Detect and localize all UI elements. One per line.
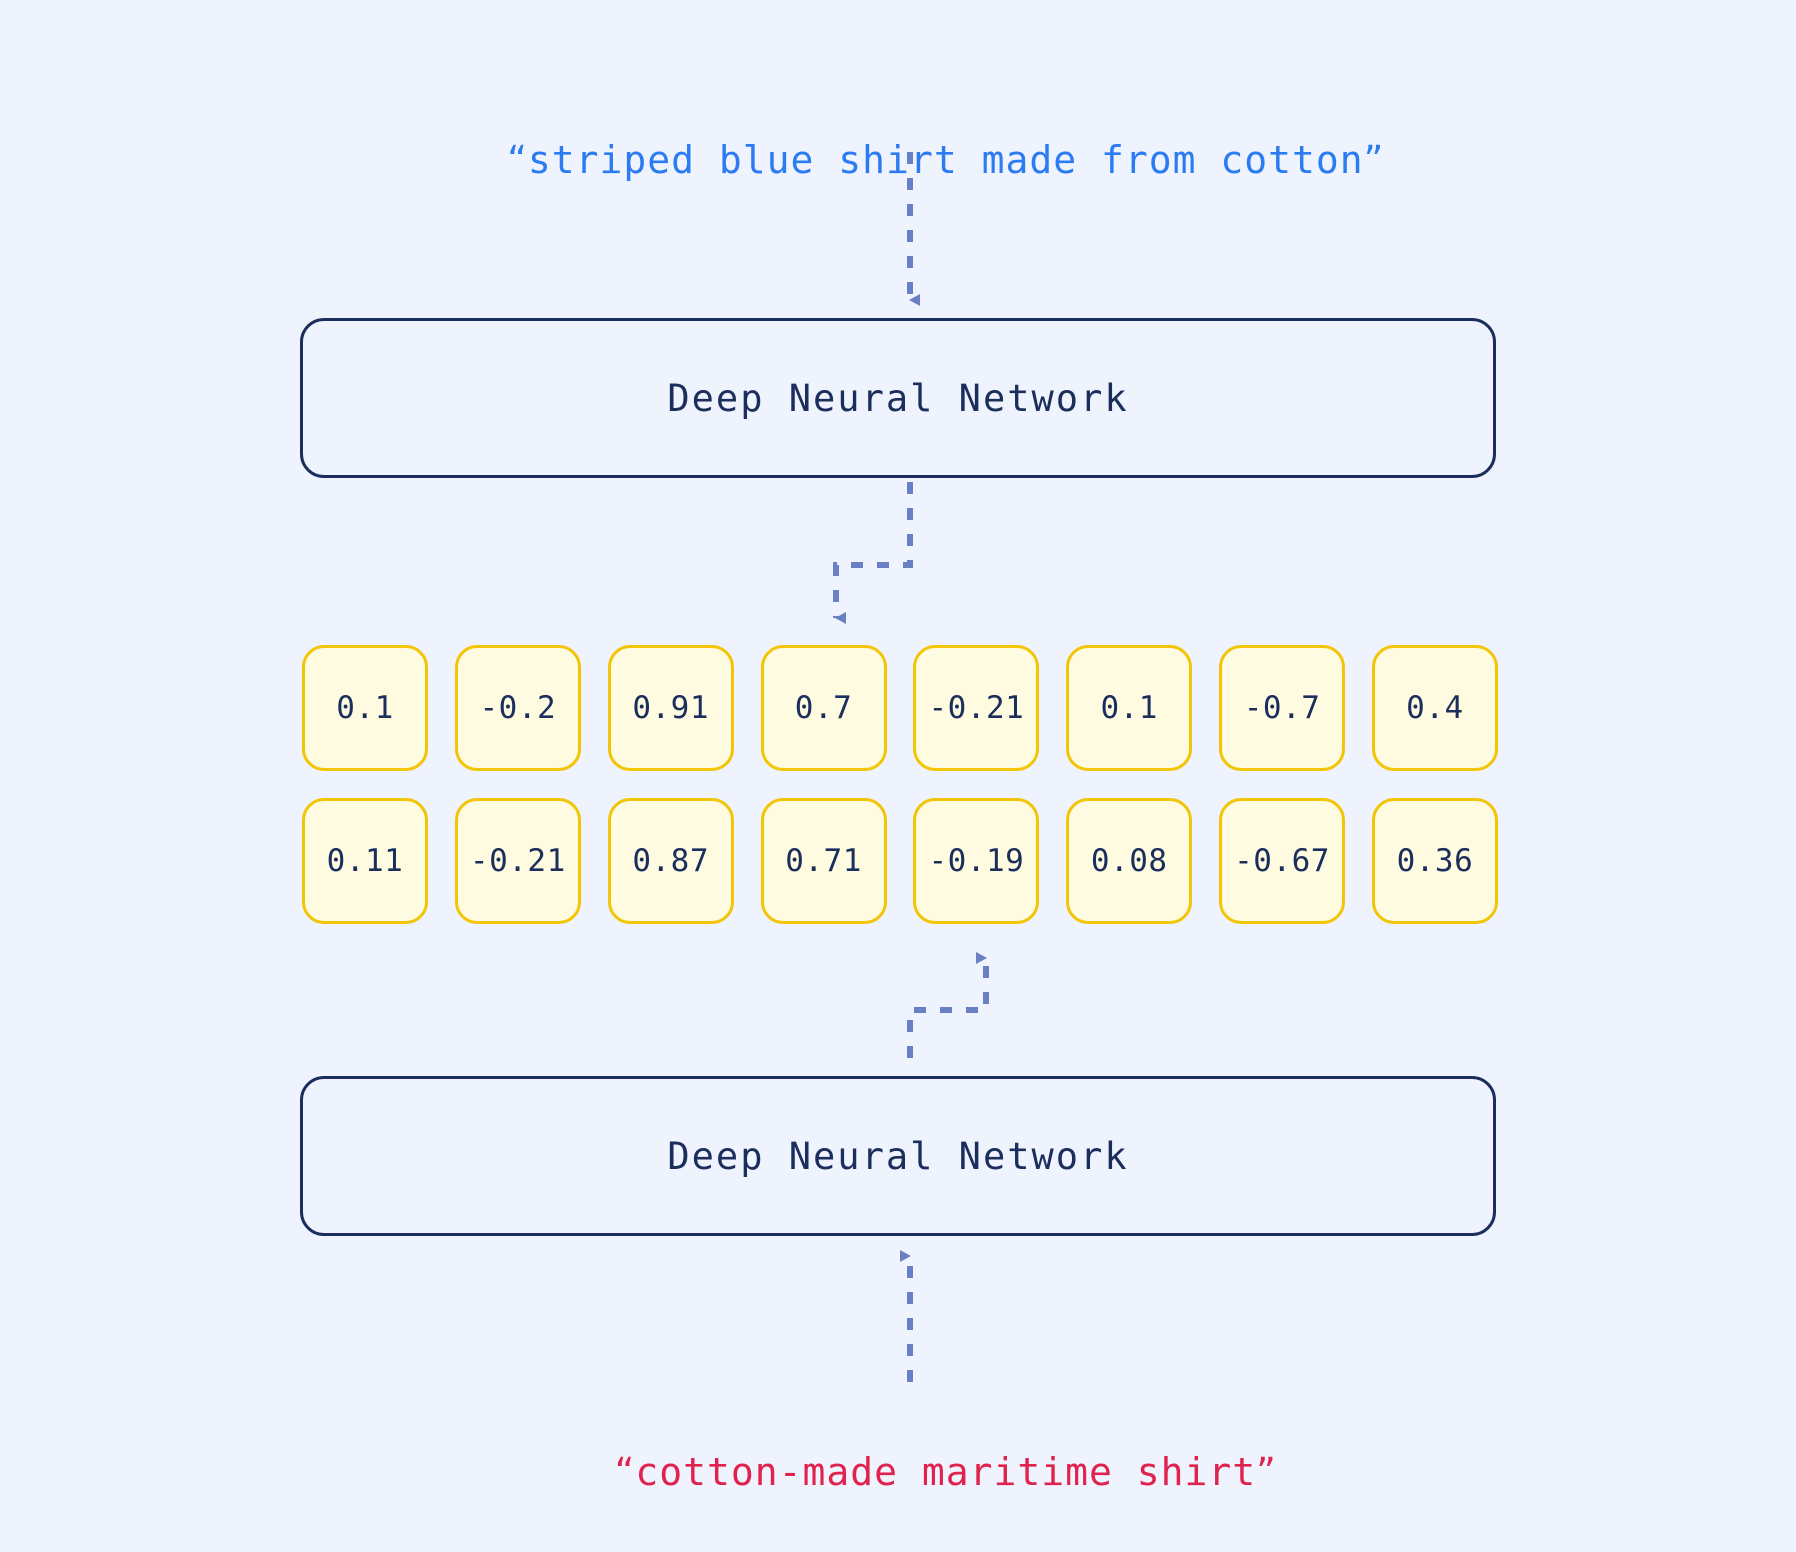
- embedding-cell: 0.7: [760, 645, 887, 771]
- embedding-cell: 0.87: [607, 798, 734, 924]
- embedding-cell: 0.71: [760, 798, 887, 924]
- embedding-cell: 0.1: [1066, 645, 1193, 771]
- top-neural-network-label: Deep Neural Network: [667, 376, 1129, 420]
- embedding-cell: 0.91: [607, 645, 734, 771]
- open-quote-top: “: [507, 138, 528, 182]
- bottom-neural-network-box: Deep Neural Network: [300, 1076, 1496, 1236]
- connector-bottom-network-to-embedding: [907, 952, 989, 1058]
- embedding-row-2: 0.11 -0.21 0.87 0.71 -0.19 0.08 -0.67 0.…: [302, 798, 1498, 924]
- top-input-text-value: striped blue shirt made from cotton: [527, 138, 1364, 182]
- embedding-cell: 0.36: [1371, 798, 1498, 924]
- embedding-row-1: 0.1 -0.2 0.91 0.7 -0.21 0.1 -0.7 0.4: [302, 645, 1498, 771]
- close-quote-bottom: ”: [1256, 1450, 1277, 1494]
- embedding-cell: -0.67: [1219, 798, 1346, 924]
- embedding-cell: 0.4: [1371, 645, 1498, 771]
- top-neural-network-box: Deep Neural Network: [300, 318, 1496, 478]
- open-quote-bottom: “: [614, 1450, 636, 1494]
- top-input-text: “striped blue shirt made from cotton”: [0, 94, 1796, 226]
- embedding-cell: -0.19: [913, 798, 1040, 924]
- connector-top-network-to-embedding: [833, 482, 913, 624]
- embedding-cell: 0.1: [302, 645, 428, 771]
- embedding-cell: -0.21: [913, 645, 1040, 771]
- close-quote-top: ”: [1363, 138, 1385, 182]
- bottom-neural-network-label: Deep Neural Network: [667, 1134, 1129, 1178]
- embedding-cell: 0.11: [302, 798, 428, 924]
- embedding-cell: 0.08: [1066, 798, 1193, 924]
- embedding-cell: -0.7: [1219, 645, 1346, 771]
- embedding-cell: -0.2: [454, 645, 581, 771]
- embedding-cell: -0.21: [454, 798, 581, 924]
- bottom-input-text: “cotton-made maritime shirt”: [0, 1406, 1796, 1538]
- bottom-input-text-value: cotton-made maritime shirt: [635, 1450, 1257, 1494]
